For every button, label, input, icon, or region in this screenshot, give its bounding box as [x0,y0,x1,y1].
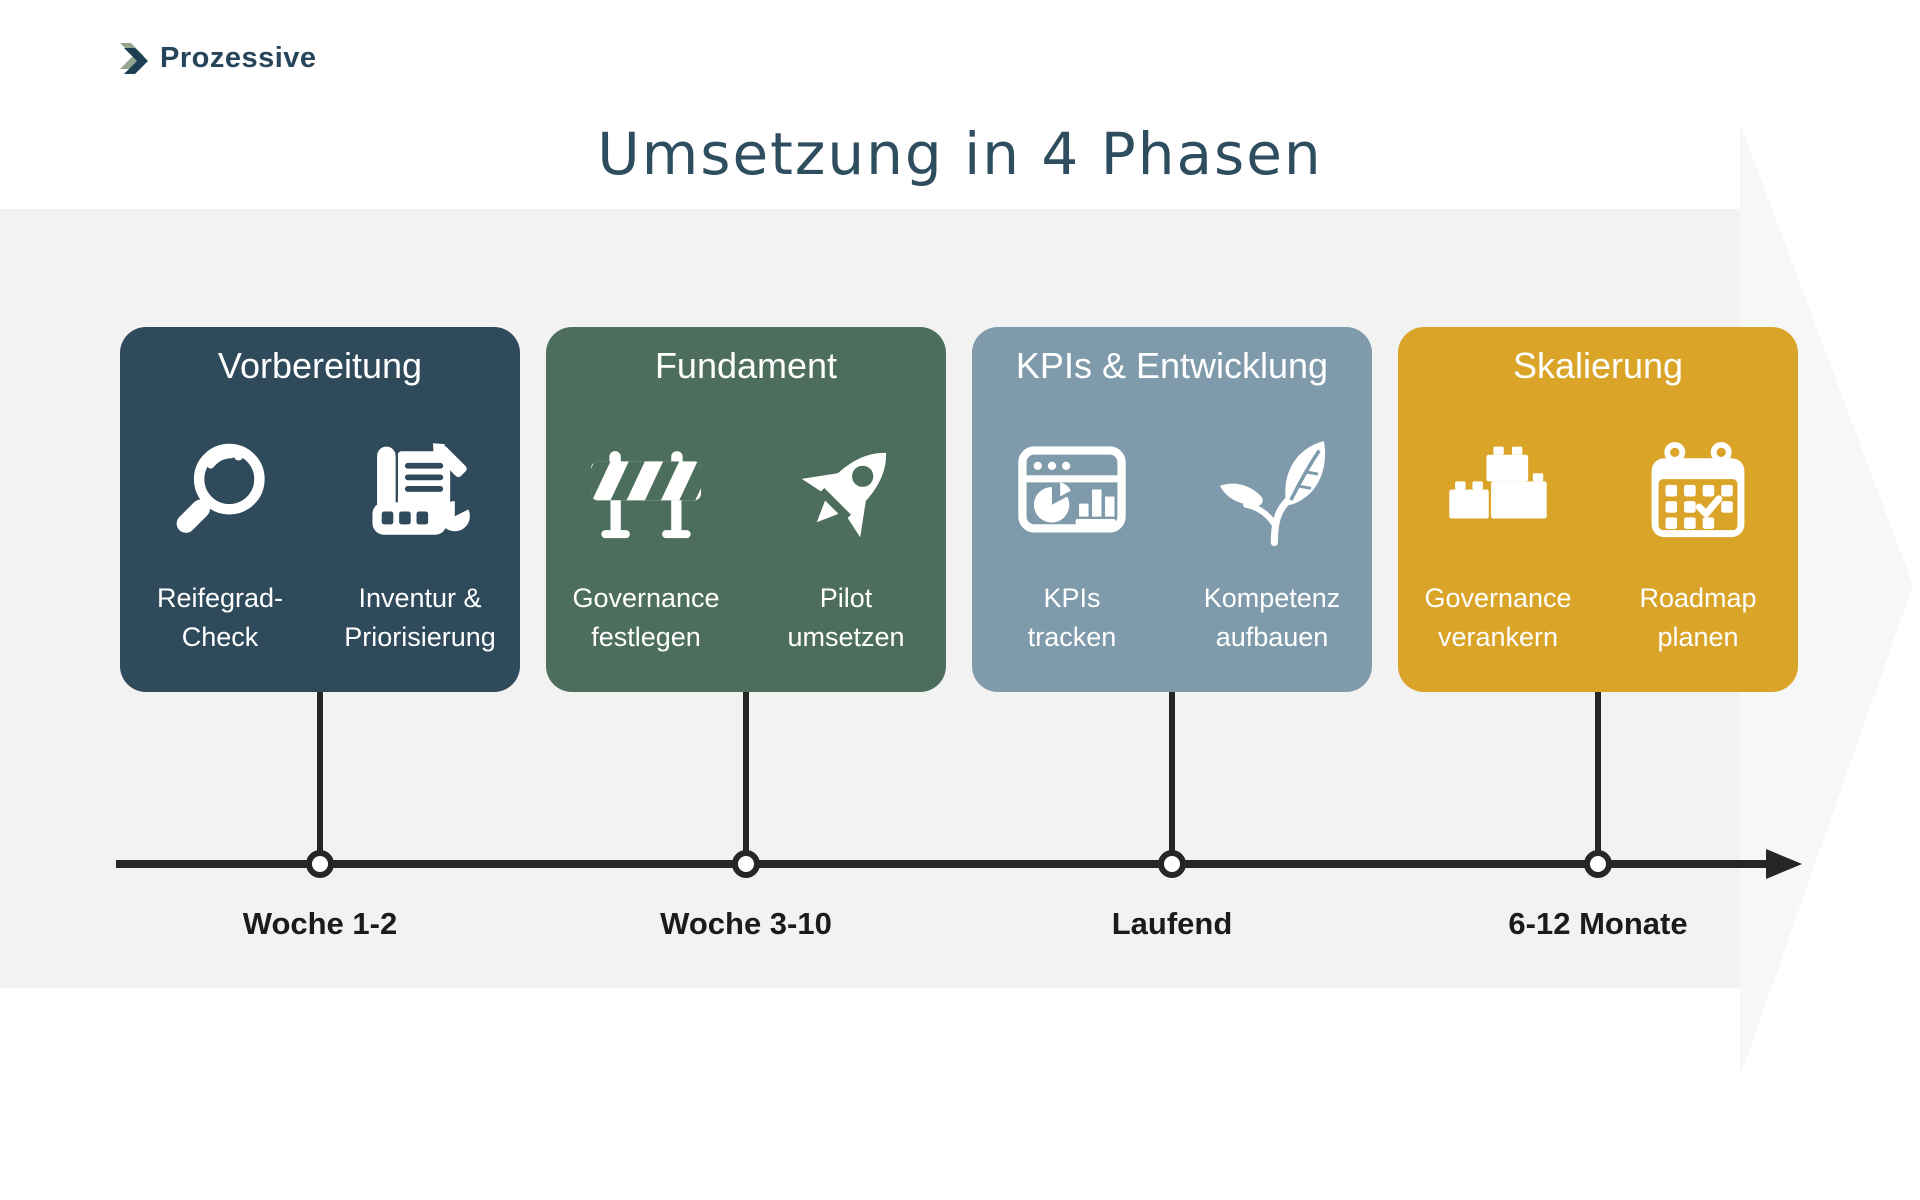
phase-title: Vorbereitung [217,345,423,386]
phase-card-vorbereitung: Vorbereitung Reifegrad- Check [120,327,520,692]
timeline-stem [743,692,749,868]
timeline-stem [1169,692,1175,868]
rocket-icon [801,452,887,538]
item-label: Governance festlegen [572,583,720,652]
inventory-icon [372,443,470,535]
plant-icon [1220,441,1326,547]
item-label: Kompetenz aufbauen [1203,583,1341,652]
item-label: Roadmap planen [1639,583,1757,652]
timeline-axis [116,860,1768,868]
item-label: Reifegrad- Check [156,583,284,652]
phase-title: Fundament [654,345,838,386]
logo-chevron-icon [120,42,148,74]
timeline-node [1584,850,1612,878]
phase-card-skalierung: Skalierung Governance verankern [1398,327,1798,692]
barrier-icon [591,450,701,538]
dashboard-icon [1018,446,1126,533]
timeline-stem [317,692,323,868]
timeline-arrowhead-icon [1766,849,1802,879]
milestone-label: Woche 3-10 [660,906,832,941]
timeline-stem [1595,692,1601,868]
milestone-label: Laufend [1111,906,1233,941]
timeline-node [1158,850,1186,878]
timeline-node [732,850,760,878]
blocks-icon [1449,446,1547,519]
milestone-label: 6-12 Monate [1508,906,1688,941]
phase-title: KPIs & Entwicklung [1015,345,1329,386]
item-label: Pilot umsetzen [787,583,905,652]
page-title: Umsetzung in 4 Phasen [597,120,1323,188]
milestone-label: Woche 1-2 [242,906,398,941]
phase-card-fundament: Fundament [546,327,946,692]
phase-title: Skalierung [1512,345,1684,386]
item-label: KPIs tracken [1027,583,1117,652]
magnifier-icon [176,443,265,533]
logo: Prozessive [118,42,317,75]
timeline-node [306,850,334,878]
item-label: Inventur & Priorisierung [344,583,496,652]
phase-card-kpis-entwicklung: KPIs & Entwicklung [972,327,1372,692]
calendar-icon [1651,441,1745,538]
logo-text: Prozessive [160,42,317,74]
item-label: Governance verankern [1424,583,1572,652]
